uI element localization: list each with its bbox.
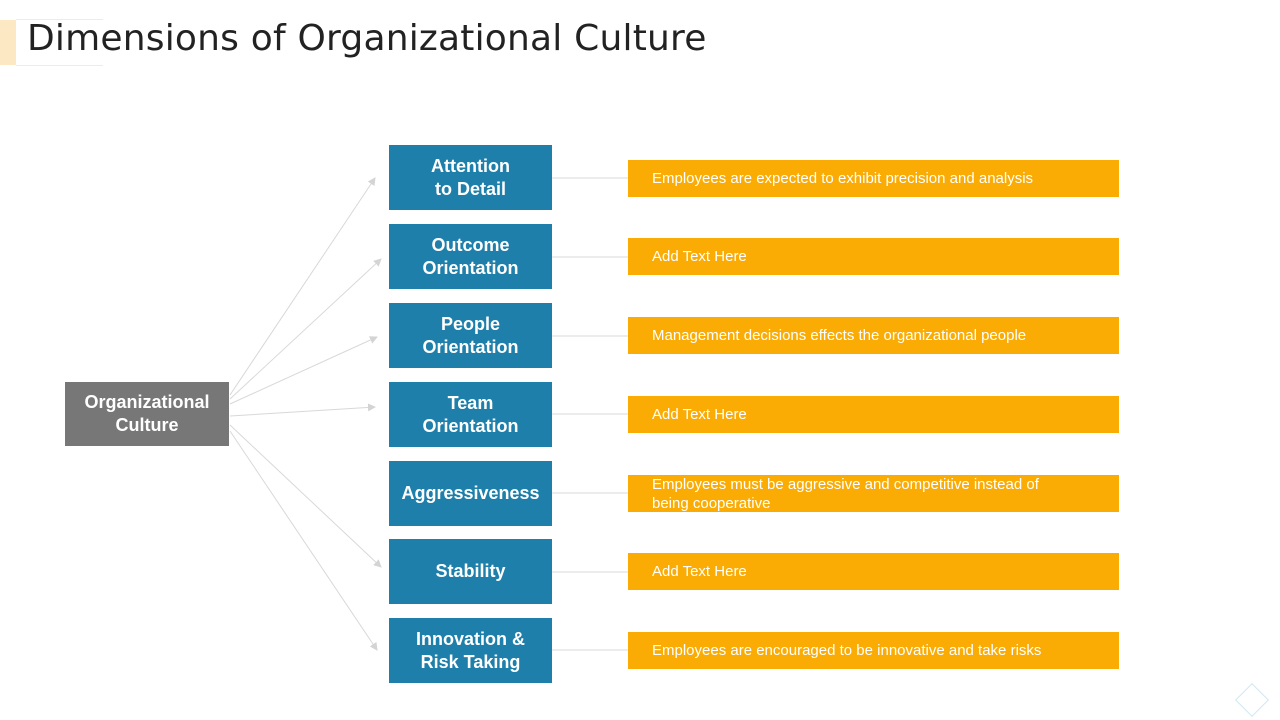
dimension-box-aggressiveness: Aggressiveness — [389, 461, 552, 526]
arrow-to-dimension-4 — [229, 403, 376, 417]
description-bar-aggressiveness: Employees must be aggressive and competi… — [628, 475, 1119, 512]
dimension-label: Attention to Detail — [431, 155, 510, 199]
title-accent-bar — [0, 20, 16, 65]
title-divider-top — [16, 19, 103, 20]
dimension-box-innovation-risk-taking: Innovation & Risk Taking — [389, 618, 552, 683]
page-title: Dimensions of Organizational Culture — [27, 18, 707, 59]
description-bar-innovation-risk-taking: Employees are encouraged to be innovativ… — [628, 632, 1119, 669]
description-text: Add Text Here — [652, 563, 747, 580]
description-bar-people-orientation: Management decisions effects the organiz… — [628, 317, 1119, 354]
description-text: Management decisions effects the organiz… — [652, 327, 1027, 344]
description-bar-outcome-orientation: Add Text Here — [628, 238, 1119, 275]
dimension-to-description-links — [552, 177, 628, 651]
root-node-label: Organizational Culture — [84, 392, 210, 435]
dimension-box-attention-to-detail: Attention to Detail — [389, 145, 552, 210]
root-node-organizational-culture: Organizational Culture — [65, 382, 229, 446]
description-bar-attention-to-detail: Employees are expected to exhibit precis… — [628, 160, 1119, 197]
description-bar-team-orientation: Add Text Here — [628, 396, 1119, 433]
description-text: Employees must be aggressive and competi… — [652, 475, 1039, 512]
dimension-label: Outcome Orientation — [422, 234, 519, 278]
arrow-to-dimension-2 — [229, 258, 382, 400]
dimension-box-outcome-orientation: Outcome Orientation — [389, 224, 552, 289]
description-bar-stability: Add Text Here — [628, 553, 1119, 590]
dimension-box-stability: Stability — [389, 539, 552, 604]
dimension-label: Stability — [435, 561, 506, 581]
title-divider-bottom — [16, 65, 103, 66]
arrow-to-dimension-7 — [229, 430, 378, 651]
description-text: Add Text Here — [652, 248, 747, 265]
dimension-label: Innovation & Risk Taking — [416, 628, 525, 672]
dimension-label: People Orientation — [422, 313, 519, 357]
arrow-to-dimension-1 — [229, 177, 376, 396]
arrow-to-dimension-3 — [229, 336, 378, 405]
description-text: Employees are encouraged to be innovativ… — [652, 642, 1042, 659]
dimension-label: Team Orientation — [422, 392, 519, 436]
dimension-label: Aggressiveness — [401, 483, 540, 503]
description-text: Add Text Here — [652, 406, 747, 423]
dimension-box-people-orientation: People Orientation — [389, 303, 552, 368]
arrow-to-dimension-6 — [229, 424, 382, 568]
description-text: Employees are expected to exhibit precis… — [652, 170, 1034, 187]
root-to-dimension-arrows — [229, 177, 382, 651]
dimension-box-team-orientation: Team Orientation — [389, 382, 552, 447]
